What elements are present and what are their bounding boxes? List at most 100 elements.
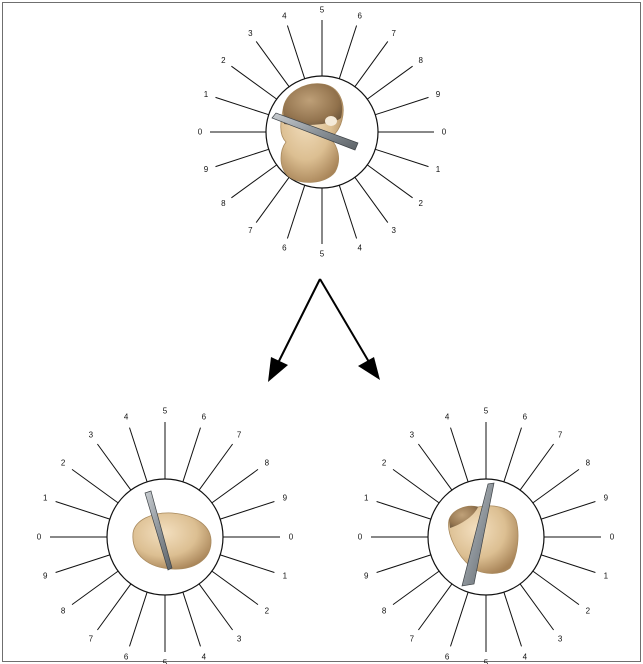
dial-tick — [451, 428, 469, 482]
dial-tick — [72, 571, 118, 605]
dial-tick — [541, 502, 595, 520]
dial-tick — [130, 428, 148, 482]
dial-tick — [418, 444, 452, 490]
dial-tick — [355, 177, 388, 222]
dial-tick — [533, 571, 579, 605]
dial-tick-label: 3 — [237, 634, 242, 643]
dial-tick-label: 1 — [604, 571, 609, 580]
dial-tick-label: 9 — [604, 494, 609, 503]
dial-tick — [220, 502, 274, 520]
dial-tick — [97, 584, 130, 630]
dial-tick — [256, 177, 289, 222]
dial-tick-label: 5 — [320, 250, 325, 259]
dial-tick-label: 9 — [436, 90, 441, 99]
dial-tick — [212, 571, 258, 605]
dial-tick — [56, 555, 110, 573]
dial-tick-label: 1 — [283, 571, 288, 580]
dial-tick-label: 2 — [265, 607, 270, 616]
dial-tick-label: 8 — [265, 458, 270, 467]
dial-tick — [199, 444, 233, 490]
dial-tick-label: 8 — [586, 458, 591, 467]
dial-tick — [418, 584, 452, 630]
dial-tick — [130, 592, 148, 646]
dial-tick — [287, 26, 304, 79]
dial-tick — [533, 469, 579, 503]
dial-tick-label: 6 — [523, 413, 528, 422]
dial-tick — [355, 41, 388, 86]
dial-tick-label: 0 — [198, 128, 203, 137]
dial-tick-label: 1 — [43, 494, 48, 503]
dial-tick-label: 5 — [484, 407, 489, 416]
dial-tick-label: 7 — [237, 431, 242, 440]
dial-tick-label: 6 — [282, 244, 287, 253]
dial-tick-label: 3 — [391, 226, 396, 235]
dial-tick-label: 4 — [202, 652, 207, 661]
dial-tick-label: 6 — [357, 12, 362, 21]
dial-tick-label: 7 — [558, 431, 563, 440]
dial-tick-label: 8 — [418, 56, 423, 65]
dial-tick-label: 7 — [89, 634, 94, 643]
dial-tick — [216, 149, 269, 166]
dial-tick — [393, 469, 439, 503]
dial-tick-label: 2 — [382, 458, 387, 467]
specimen-bottom-left — [133, 491, 211, 570]
dial-tick-label: 3 — [558, 634, 563, 643]
dial-tick — [212, 469, 258, 503]
dial-tick-label: 0 — [37, 533, 42, 542]
dial-tick-label: 4 — [523, 652, 528, 661]
dial-tick — [520, 444, 554, 490]
dial-tick-label: 5 — [163, 407, 168, 416]
dial-tick-label: 4 — [357, 244, 362, 253]
dial-tick-label: 0 — [442, 128, 447, 137]
dial-tick-label: 0 — [358, 533, 363, 542]
dial-tick — [220, 555, 274, 573]
dial-tick — [377, 555, 431, 573]
dial-tick-label: 2 — [221, 56, 226, 65]
dial-tick-label: 9 — [43, 571, 48, 580]
dial-tick-label: 3 — [248, 29, 253, 38]
dial-tick — [375, 149, 428, 166]
dial-tick — [520, 584, 554, 630]
dial-tick — [375, 97, 428, 114]
arrow-to-bottom-left — [268, 279, 320, 382]
dial-tick-label: 4 — [124, 413, 129, 422]
dial-tick — [183, 428, 201, 482]
dial-tick-label: 9 — [283, 494, 288, 503]
dial-tick — [339, 26, 356, 79]
dial-tick — [393, 571, 439, 605]
dial-tick-label: 0 — [289, 533, 294, 542]
dial-tick — [183, 592, 201, 646]
dial-tick — [504, 592, 522, 646]
dial-tick — [451, 592, 469, 646]
dial-tick-label: 4 — [282, 12, 287, 21]
dial-tick-label: 2 — [418, 199, 423, 208]
dial-tick-label: 6 — [202, 413, 207, 422]
dial-tick-label: 5 — [320, 6, 325, 15]
dial-tick-label: 8 — [61, 607, 66, 616]
dial-tick-label: 2 — [61, 458, 66, 467]
dial-tick — [504, 428, 522, 482]
dial-tick — [377, 502, 431, 520]
dial-tick-label: 1 — [364, 494, 369, 503]
dial-tick — [339, 185, 356, 238]
dial-tick — [56, 502, 110, 520]
dial-tick — [72, 469, 118, 503]
dial-tick-label: 3 — [410, 431, 415, 440]
dial-tick-label: 6 — [445, 652, 450, 661]
specimen-top — [272, 84, 358, 183]
dial-tick — [367, 66, 412, 99]
dial-tick-label: 4 — [445, 413, 450, 422]
dial-tick — [256, 41, 289, 86]
dial-tick — [231, 66, 276, 99]
dial-tick — [199, 584, 233, 630]
arrow-to-bottom-right — [320, 279, 380, 380]
dial-tick-label: 7 — [410, 634, 415, 643]
dial-tick-label: 7 — [391, 29, 396, 38]
dial-tick-label: 7 — [248, 226, 253, 235]
dial-tick — [287, 185, 304, 238]
dial-tick-label: 0 — [610, 533, 615, 542]
dial-tick-label: 1 — [436, 165, 441, 174]
dial-tick-label: 2 — [586, 607, 591, 616]
dial-tick-label: 9 — [364, 571, 369, 580]
